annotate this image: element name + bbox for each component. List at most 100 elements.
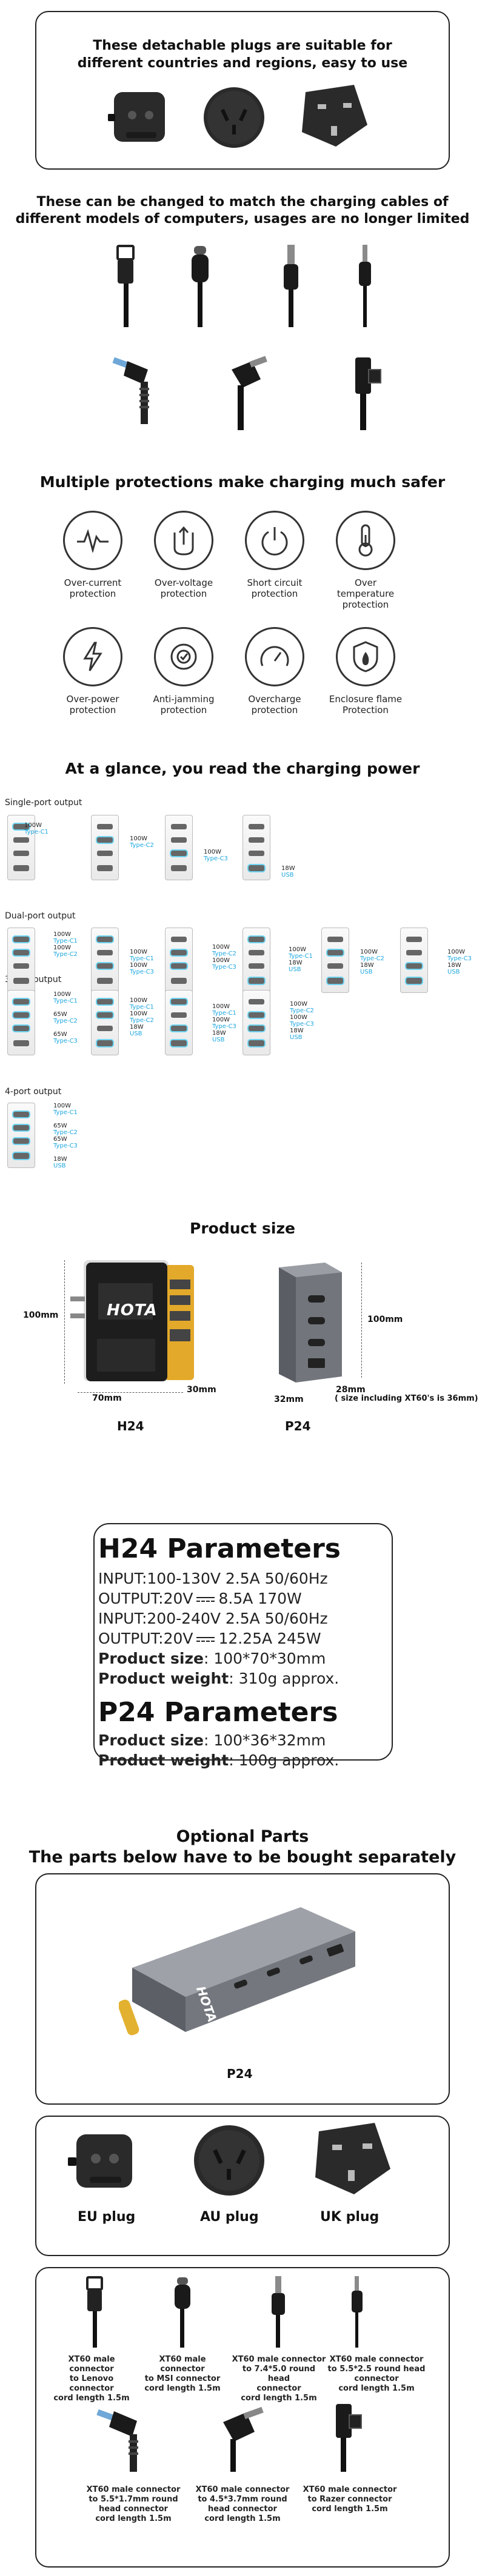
gauge-icon xyxy=(260,646,289,666)
h24-width-label: 70mm xyxy=(92,1393,122,1403)
charger-diagram xyxy=(165,990,193,1055)
uk-plug-icon xyxy=(302,85,367,147)
protection-label: Over temperature xyxy=(336,577,395,599)
dimension-line xyxy=(64,1260,65,1384)
msi-connector-icon xyxy=(175,2277,190,2348)
charger-diagram xyxy=(91,815,119,880)
protection-label: protection xyxy=(251,705,298,715)
charger-diagram xyxy=(165,928,193,993)
protection-over-power: Over-power protection xyxy=(53,627,132,715)
round-head-5517-icon xyxy=(112,357,149,424)
voltage-cup-icon xyxy=(173,526,194,556)
round-head-7450-icon xyxy=(284,245,298,327)
round-head-5525-icon xyxy=(352,2276,363,2348)
optional-title-line2: The parts below have to be bought separa… xyxy=(28,1848,457,1867)
charger-diagram xyxy=(7,990,35,1055)
thermometer-icon xyxy=(358,524,373,557)
charger-diagram xyxy=(7,928,35,993)
round-head-5517-icon xyxy=(96,2409,138,2472)
round-head-5525-icon xyxy=(359,245,371,327)
lightning-icon xyxy=(83,642,102,671)
protection-label: protection xyxy=(251,588,298,599)
charger-diagram xyxy=(400,928,428,993)
power-icon xyxy=(261,527,288,556)
protection-title: Multiple protections make charging much … xyxy=(39,473,446,491)
protection-label: Over-voltage xyxy=(154,577,213,588)
p24-depth-label: 28mm xyxy=(336,1385,366,1395)
eu-plug-icon xyxy=(68,2134,132,2188)
param-line: INPUT:100-130V 2.5A 50/60Hz xyxy=(98,1570,328,1587)
h24-height-label: 100mm xyxy=(23,1310,59,1320)
protection-short-circuit: Short circuit protection xyxy=(235,511,314,599)
round-head-4537-icon xyxy=(232,356,267,430)
uk-plug-caption: UK plug xyxy=(320,2209,380,2225)
size-title: Product size xyxy=(190,1220,295,1237)
charger-diagram xyxy=(91,990,119,1055)
round-head-7450-icon xyxy=(272,2276,285,2348)
p24-caption: P24 xyxy=(227,2066,253,2081)
plugs-title-line2: different countries and regions, easy to… xyxy=(77,56,408,71)
p24-adapter-image xyxy=(119,1907,355,2036)
p24-product-size: Product size: 100*36*32mm xyxy=(98,1731,326,1749)
charger-diagram xyxy=(91,928,119,993)
lenovo-connector-icon xyxy=(116,245,135,327)
power-title: At a glance, you read the charging power xyxy=(65,760,420,777)
parameters-panel xyxy=(93,1523,393,1761)
h24-charger-image xyxy=(70,1260,194,1381)
protection-label: protection xyxy=(342,599,389,610)
lenovo-connector-icon xyxy=(86,2276,103,2348)
protection-over-temperature: Over temperature protection xyxy=(326,511,405,610)
protection-label: protection xyxy=(160,588,207,599)
dimension-line xyxy=(361,1263,363,1378)
protection-label: Enclosure flame xyxy=(329,694,403,705)
dc-symbol-icon xyxy=(196,1637,215,1642)
eu-plug-caption: EU plug xyxy=(78,2209,136,2225)
protection-enclosure-flame: Enclosure flame Protection xyxy=(326,627,405,715)
h24-depth-label: 30mm xyxy=(187,1385,216,1395)
protection-label: Overcharge xyxy=(248,694,301,705)
p24-product-weight: Product weight: 100g approx. xyxy=(98,1751,340,1769)
protection-label: Over-power xyxy=(66,694,119,705)
charger-diagram xyxy=(242,815,270,880)
charger-diagram xyxy=(242,990,270,1055)
h24-name: H24 xyxy=(117,1419,144,1433)
single-port-label: Single-port output xyxy=(5,798,82,808)
h24-brand-logo: HOTA xyxy=(107,1301,158,1320)
protection-label: Over-current xyxy=(64,577,122,588)
charger-diagram xyxy=(165,815,193,880)
au-plug-icon xyxy=(194,2125,264,2196)
dc-symbol-icon xyxy=(196,1597,215,1602)
cables-title-line2: different models of computers, usages ar… xyxy=(15,211,470,227)
protection-label: protection xyxy=(160,705,207,715)
charger-diagram xyxy=(321,928,349,993)
protection-over-current: Over-current protection xyxy=(53,511,132,599)
au-plug-icon xyxy=(204,87,264,148)
h24-parameters-title: H24 Parameters xyxy=(98,1533,341,1564)
h24-product-weight: Product weight: 310g approx. xyxy=(98,1670,340,1687)
uk-plug-icon xyxy=(315,2123,390,2194)
p24-height-label: 100mm xyxy=(367,1315,403,1324)
param-line: INPUT:200-240V 2.5A 50/60Hz xyxy=(98,1610,328,1627)
msi-connector-icon xyxy=(192,246,209,327)
p24-parameters-title: P24 Parameters xyxy=(98,1697,338,1728)
charger-diagram xyxy=(7,815,35,880)
p24-name: P24 xyxy=(285,1419,311,1433)
charger-diagram xyxy=(7,1103,35,1168)
dual-port-label: Dual-port output xyxy=(5,911,76,921)
protection-label: Anti-jamming xyxy=(153,694,215,705)
